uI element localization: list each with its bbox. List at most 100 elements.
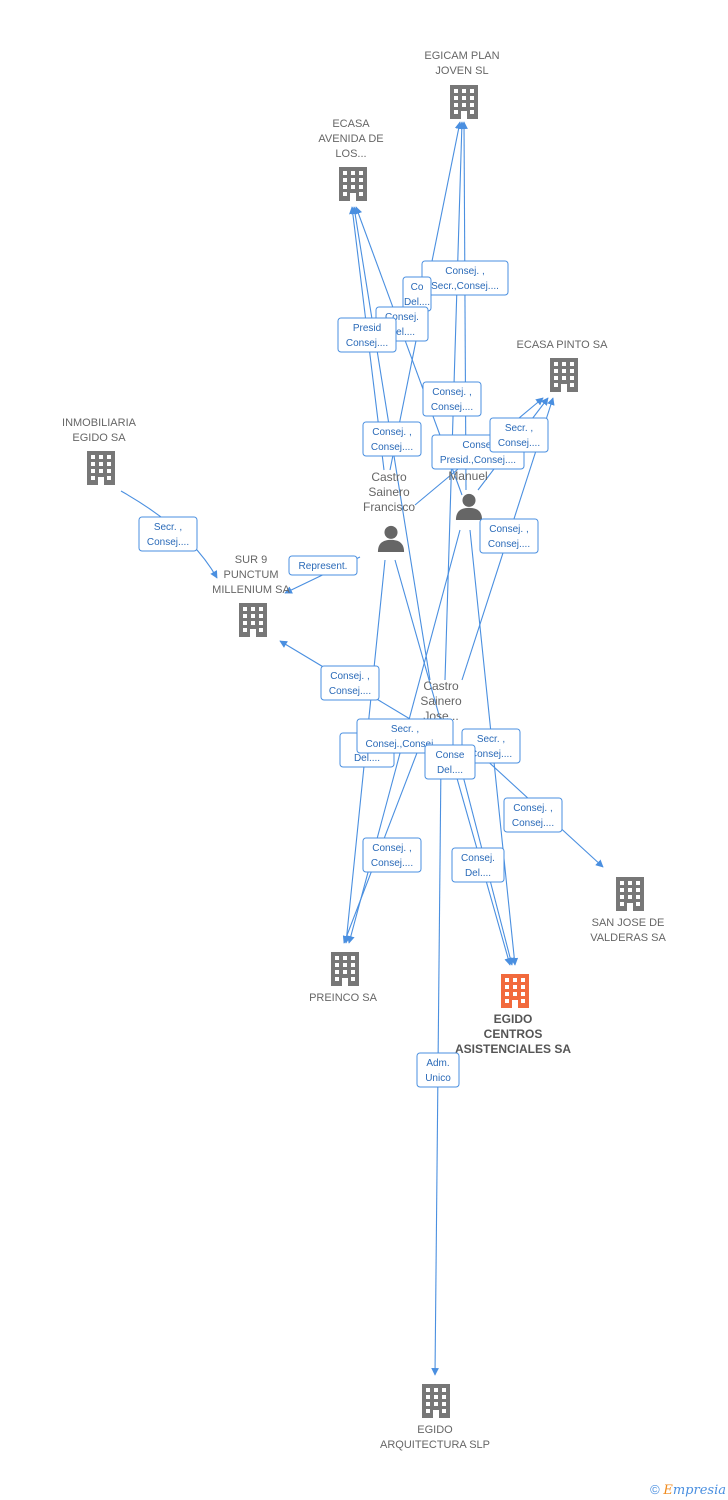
edge-label[interactable]: Secr. , Consej.... bbox=[489, 417, 549, 453]
edge-label-text: Conse bbox=[436, 750, 465, 761]
edge-label[interactable]: PresidConsej.... bbox=[337, 317, 397, 353]
edge-label-text: Consej.... bbox=[371, 442, 413, 453]
company-node-ecasa-pinto[interactable]: ECASA PINTO SA bbox=[517, 339, 609, 392]
edge-label-text: Del.... bbox=[389, 327, 415, 338]
edge-label-text: Consej.... bbox=[470, 749, 512, 760]
company-name: JOVEN SL bbox=[435, 65, 488, 77]
edge-label-text: Del.... bbox=[354, 753, 380, 764]
company-node-preinco[interactable]: PREINCO SA bbox=[309, 952, 378, 1004]
company-name: PUNCTUM bbox=[224, 569, 279, 581]
building-icon bbox=[550, 358, 578, 392]
company-name: ECASA PINTO SA bbox=[517, 339, 609, 351]
edge-label-text: Consej.... bbox=[512, 818, 554, 829]
edge-label-text: Del.... bbox=[465, 868, 491, 879]
edge-label-text: Consej.... bbox=[498, 438, 540, 449]
company-node-inmobiliaria[interactable]: INMOBILIARIA EGIDO SA bbox=[62, 417, 137, 485]
company-name: ASISTENCIALES SA bbox=[455, 1042, 571, 1056]
edge-label[interactable]: CoDel.... bbox=[402, 276, 432, 312]
edge-label-text: Secr. , bbox=[391, 724, 419, 735]
person-name: Sainero bbox=[368, 485, 410, 499]
person-node-castro-francisco[interactable]: Castro Sainero Francisco bbox=[363, 470, 415, 552]
edge-label-text: Secr. , bbox=[505, 423, 533, 434]
edge-label-text: Consej. bbox=[385, 312, 419, 323]
edge-label[interactable]: Consej. , Consej.... bbox=[362, 837, 422, 873]
person-name: Francisco bbox=[363, 500, 415, 514]
edge-label[interactable]: Represent. bbox=[288, 555, 358, 576]
company-name: ARQUITECTURA SLP bbox=[380, 1439, 490, 1451]
building-icon bbox=[87, 451, 115, 485]
edge-label[interactable]: Consej. , Consej.... bbox=[320, 665, 380, 701]
edge-label[interactable]: Consej. ,Secr.,Consej.... bbox=[421, 260, 509, 296]
edge-label-text: Consej.... bbox=[488, 539, 530, 550]
edge-label-text: Consej.... bbox=[147, 537, 189, 548]
edge-label-text: Unico bbox=[425, 1073, 451, 1084]
edge-label-text: Consej. , bbox=[432, 387, 471, 398]
footer-brand: © Empresia bbox=[650, 1482, 726, 1498]
brand-name: mpresia bbox=[672, 1483, 726, 1498]
edge-label-text: Consej. , bbox=[372, 843, 411, 854]
edge-label-text: Adm. bbox=[426, 1058, 449, 1069]
company-node-egicam[interactable]: EGICAM PLAN JOVEN SL bbox=[424, 50, 500, 119]
company-node-sur9[interactable]: SUR 9 PUNCTUM MILLENIUM SA bbox=[212, 554, 290, 637]
company-name: VALDERAS SA bbox=[590, 932, 666, 944]
brand-initial: E bbox=[663, 1483, 673, 1498]
edge-label-text: Del.... bbox=[437, 765, 463, 776]
edge-label-text: Consej. , bbox=[489, 524, 528, 535]
building-icon bbox=[450, 85, 478, 119]
edge-label[interactable]: Consej. , Consej.... bbox=[503, 797, 563, 833]
building-icon bbox=[501, 974, 529, 1008]
company-name: INMOBILIARIA bbox=[62, 417, 137, 429]
building-icon bbox=[239, 603, 267, 637]
edge-line bbox=[460, 121, 468, 491]
edge-label-text: Del.... bbox=[404, 297, 430, 308]
person-node-castro-jose[interactable]: Castro Sainero Jose... bbox=[420, 679, 462, 723]
company-name: ECASA bbox=[332, 118, 370, 130]
edge-label-text: Consej.,Consej.... bbox=[366, 739, 445, 750]
edge-label-text: Consej.... bbox=[346, 338, 388, 349]
copyright-symbol: © bbox=[650, 1482, 660, 1497]
edge-label[interactable]: Consej. ,Consej.... bbox=[362, 421, 422, 457]
edge-label-text: Consej.... bbox=[329, 686, 371, 697]
edge-label-text: Secr. , bbox=[477, 734, 505, 745]
edge-label-text: Consej. , bbox=[330, 671, 369, 682]
edge-label-text: Consej. bbox=[461, 853, 495, 864]
edge-label[interactable]: Consej. , Consej.... bbox=[479, 518, 539, 554]
company-name: AVENIDA DE bbox=[318, 133, 383, 145]
edge-label[interactable]: Consej. Del.... bbox=[451, 847, 505, 883]
edge-label-text: Consej. , bbox=[445, 266, 484, 277]
company-name: CENTROS bbox=[484, 1027, 543, 1041]
edge-label-text: Consej. , bbox=[513, 803, 552, 814]
edge-label-text: Consej bbox=[462, 440, 493, 451]
person-node-manuel[interactable]: Manuel bbox=[448, 469, 488, 520]
person-name: Manuel bbox=[448, 469, 487, 483]
company-name: PREINCO SA bbox=[309, 992, 378, 1004]
person-name: Castro bbox=[423, 679, 459, 693]
company-name: LOS... bbox=[335, 148, 366, 160]
edge-label-text: Represent. bbox=[299, 561, 348, 572]
edge-label-text: Co bbox=[411, 282, 424, 293]
company-name: EGIDO SA bbox=[72, 432, 126, 444]
company-node-egido-centros[interactable]: EGIDO CENTROS ASISTENCIALES SA bbox=[455, 974, 571, 1056]
company-name: EGIDO bbox=[417, 1424, 453, 1436]
building-icon bbox=[339, 167, 367, 201]
edge-label-text: Presid bbox=[353, 323, 381, 334]
company-node-ecasa-avenida[interactable]: ECASA AVENIDA DE LOS... bbox=[318, 118, 384, 201]
edge-label-text: Secr. , bbox=[154, 522, 182, 533]
building-icon bbox=[422, 1384, 450, 1418]
edge-label-text: Presid.,Consej.... bbox=[440, 455, 516, 466]
edge-label[interactable]: Consej. ,Consej.... bbox=[422, 381, 482, 417]
company-name: SAN JOSE DE bbox=[592, 917, 665, 929]
company-node-san-jose[interactable]: SAN JOSE DE VALDERAS SA bbox=[590, 877, 666, 944]
company-node-egido-arquitectura[interactable]: EGIDO ARQUITECTURA SLP bbox=[380, 1384, 490, 1451]
edge-label-text: Consej.... bbox=[371, 858, 413, 869]
edge-label[interactable]: Adm. Unico bbox=[416, 1052, 460, 1088]
company-name: MILLENIUM SA bbox=[212, 584, 290, 596]
brand-logo[interactable]: Empresia bbox=[663, 1483, 726, 1498]
company-name: EGICAM PLAN bbox=[424, 50, 499, 62]
person-icon bbox=[455, 493, 483, 520]
building-icon bbox=[616, 877, 644, 911]
edge-label[interactable]: ConseDel.... bbox=[424, 744, 476, 780]
edge-label[interactable]: Secr. , Consej.... bbox=[138, 516, 198, 552]
person-name: Castro bbox=[371, 470, 407, 484]
